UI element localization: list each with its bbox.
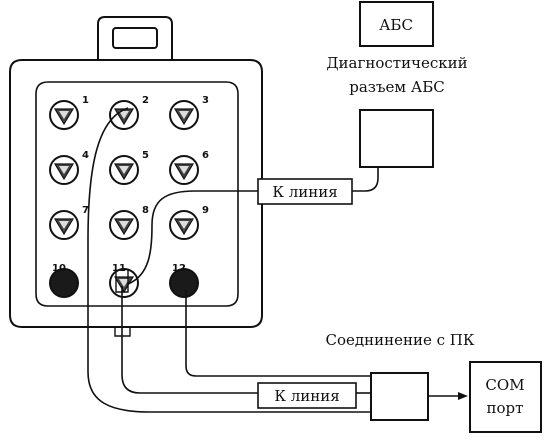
k-line-lower-label: К линия bbox=[274, 387, 339, 405]
diag-caption-line1: Диагностический bbox=[326, 54, 467, 72]
pin-number: 7 bbox=[82, 205, 89, 216]
pin-8: 8 bbox=[109, 205, 149, 240]
pin-10: 10 bbox=[49, 263, 79, 298]
pin-7: 7 bbox=[49, 205, 89, 240]
wire-pin2 bbox=[87, 107, 371, 413]
pin-2: 2 bbox=[109, 95, 149, 130]
pin-12: 12 bbox=[169, 263, 199, 298]
pin-number: 12 bbox=[172, 263, 186, 274]
abs-block bbox=[359, 1, 434, 47]
pin-number: 8 bbox=[142, 205, 149, 216]
wire-pin12 bbox=[185, 290, 371, 377]
pin-number: 3 bbox=[202, 95, 209, 106]
wire-pin11-lower bbox=[121, 286, 258, 394]
pin-1: 1 bbox=[49, 95, 89, 130]
pin-5: 5 bbox=[109, 150, 149, 185]
pin-3: 3 bbox=[169, 95, 209, 130]
diag-caption-line2: разъем АБС bbox=[349, 78, 444, 96]
k-line-upper-label: К линия bbox=[272, 183, 337, 201]
pin-6: 6 bbox=[169, 150, 209, 185]
wire-pin11-kline bbox=[127, 190, 258, 285]
pin-number: 9 bbox=[202, 205, 209, 216]
pin-number: 4 bbox=[82, 150, 89, 161]
com-port-line2: порт bbox=[487, 399, 524, 417]
com-port-line1: COM bbox=[485, 376, 524, 394]
pin-9: 9 bbox=[169, 205, 209, 240]
k-line-lower-box bbox=[257, 382, 357, 409]
pin-number: 1 bbox=[82, 95, 89, 106]
pin-number: 6 bbox=[202, 150, 209, 161]
pc-connection-caption: Соеднинение с ПК bbox=[326, 331, 475, 349]
wires bbox=[87, 107, 458, 413]
connector-housing bbox=[9, 16, 263, 337]
k-line-upper-box bbox=[257, 178, 353, 205]
pc-adapter-block bbox=[370, 372, 429, 421]
pin-4: 4 bbox=[49, 150, 89, 185]
arrow-to-com-port bbox=[458, 392, 468, 400]
wire-kline-diag bbox=[352, 168, 379, 192]
pin-number: 10 bbox=[52, 263, 66, 274]
diag-connector-box bbox=[359, 109, 434, 168]
pin-number: 11 bbox=[112, 263, 126, 274]
abs-block-label: АБС bbox=[379, 16, 413, 34]
pin-number: 2 bbox=[142, 95, 149, 106]
com-port-block bbox=[469, 361, 542, 433]
pin-number: 5 bbox=[142, 150, 149, 161]
